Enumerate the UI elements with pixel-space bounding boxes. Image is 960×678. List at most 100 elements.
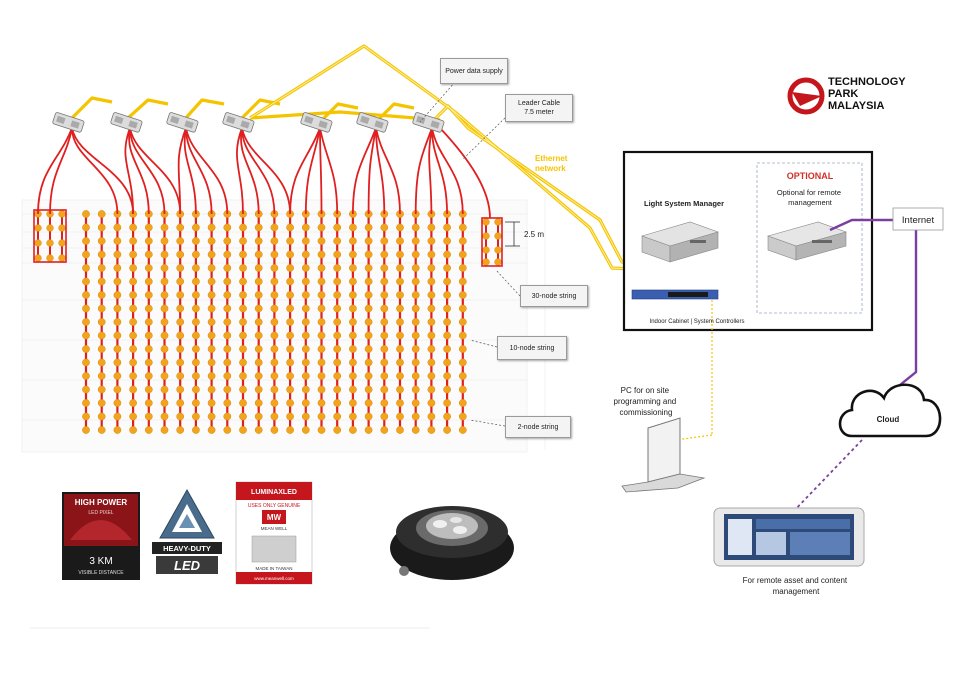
feed-wire — [37, 127, 73, 215]
led-node — [144, 358, 153, 367]
led-node — [176, 264, 185, 272]
led-node — [364, 291, 373, 299]
feed-wire — [375, 127, 401, 215]
led-node — [443, 264, 451, 272]
led-node — [333, 304, 342, 313]
led-node — [443, 399, 451, 407]
led-node — [97, 291, 106, 299]
led-node — [411, 277, 420, 286]
led-node — [333, 399, 342, 407]
led-node — [223, 318, 232, 326]
led-node — [144, 237, 153, 245]
led-node-array — [33, 209, 503, 434]
led-node — [176, 385, 185, 394]
led-node — [176, 426, 185, 434]
led-node — [286, 358, 294, 367]
led-node — [192, 223, 200, 232]
pc-cabinet-link-h — [675, 434, 713, 441]
led-node — [349, 237, 357, 245]
optional-desc: Optional for remote management — [777, 188, 843, 207]
feed-wire — [431, 127, 464, 215]
led-node — [270, 237, 279, 245]
led-node — [113, 291, 122, 299]
led-node — [364, 426, 373, 434]
connector-port — [128, 120, 138, 129]
led-node — [254, 318, 263, 326]
led-node — [192, 264, 200, 272]
led-node — [239, 412, 247, 421]
led-node — [207, 345, 216, 353]
led-node — [223, 399, 232, 407]
led-node — [380, 237, 389, 245]
led-node — [411, 331, 420, 340]
led-node — [270, 399, 279, 407]
feed-wire — [289, 127, 321, 215]
connector-port — [430, 120, 440, 129]
led-node — [270, 426, 279, 434]
led-node — [458, 358, 467, 367]
led-node — [192, 318, 200, 326]
led-node — [207, 264, 216, 272]
led-node — [160, 426, 169, 434]
led-node — [380, 426, 389, 434]
led-node — [97, 385, 106, 394]
led-node — [427, 291, 436, 299]
string-10-callout: 10-node string — [497, 336, 567, 360]
led-node — [160, 277, 169, 286]
led-node — [160, 412, 169, 421]
led-node — [176, 318, 185, 326]
led-node — [58, 239, 66, 247]
led-node — [301, 412, 310, 421]
led-node — [427, 345, 436, 353]
led-node — [380, 264, 389, 272]
led-node — [46, 239, 54, 247]
led-node — [427, 237, 436, 245]
led-node — [349, 331, 357, 340]
led-node — [301, 426, 310, 434]
led-node — [396, 358, 404, 367]
led-node — [301, 237, 310, 245]
led-node — [254, 426, 263, 434]
cloud-label: Cloud — [877, 415, 900, 424]
led-node — [97, 426, 106, 434]
tablet-label: For remote asset and content management — [743, 576, 850, 596]
led-node — [380, 385, 389, 394]
connector-port — [184, 120, 194, 129]
string-2-callout: 2-node string — [505, 416, 571, 438]
led-node — [113, 318, 122, 326]
svg-text:VISIBLE DISTANCE: VISIBLE DISTANCE — [78, 570, 124, 576]
led-node — [349, 345, 357, 353]
connector-port — [114, 115, 124, 124]
led-node — [207, 291, 216, 299]
led-node — [113, 331, 122, 340]
led-node — [113, 412, 122, 421]
led-node — [458, 291, 467, 299]
led-node — [427, 318, 436, 326]
led-node — [286, 237, 294, 245]
led-node — [207, 399, 216, 407]
led-node — [223, 291, 232, 299]
led-node — [192, 372, 200, 380]
led-node — [396, 291, 404, 299]
feed-wire — [319, 127, 339, 215]
led-node — [270, 223, 279, 232]
led-node — [396, 277, 404, 286]
pc-label: PC for on site programming and commissio… — [614, 386, 679, 417]
feed-wire — [431, 127, 448, 215]
led-node — [82, 264, 90, 272]
svg-text:3 KM: 3 KM — [89, 556, 112, 567]
led-node — [82, 426, 90, 434]
luminax-meanwell-badge: LUMINAXLED USES ONLY GENUINE MW MEAN WEL… — [235, 481, 313, 585]
led-node — [364, 372, 373, 380]
led-node — [239, 223, 247, 232]
led-node — [317, 291, 326, 299]
led-node — [458, 318, 467, 326]
led-node — [113, 399, 122, 407]
connector-box — [110, 112, 143, 133]
led-node — [427, 304, 436, 313]
string-30-callout: 30-node string — [520, 285, 588, 307]
led-node — [482, 258, 490, 266]
led-node — [254, 264, 263, 272]
led-node — [223, 304, 232, 313]
